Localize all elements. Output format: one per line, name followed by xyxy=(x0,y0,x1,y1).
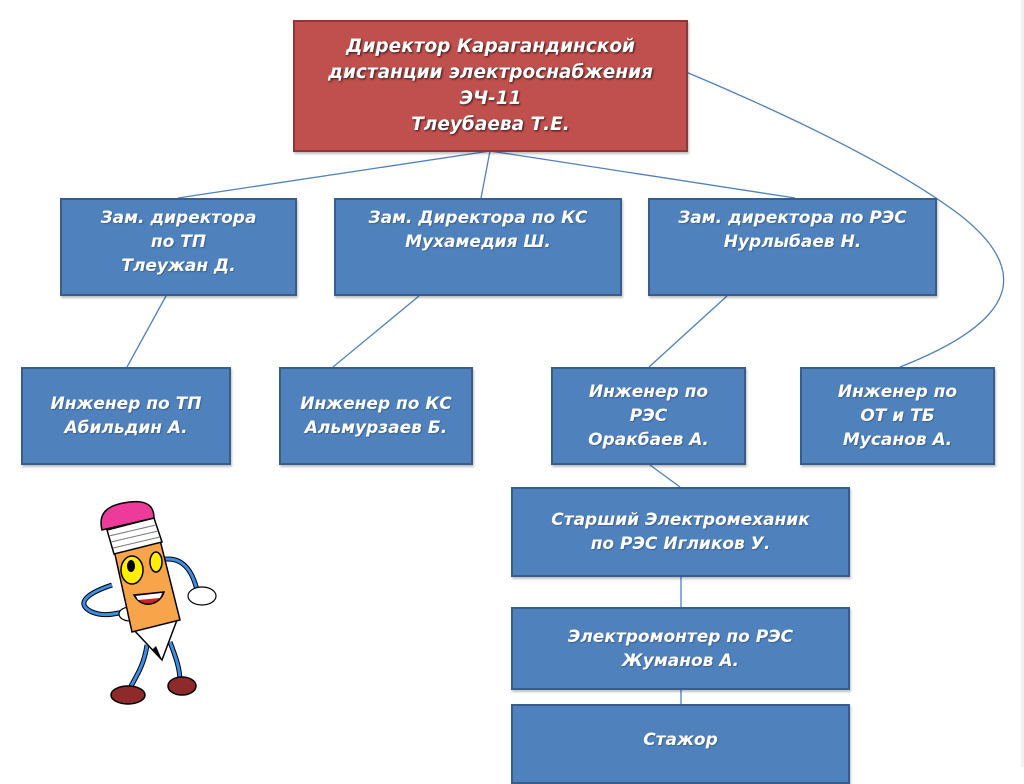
deputy-res-line-1: Зам. директора по РЭС xyxy=(678,208,907,228)
connector-director-deputy-tp xyxy=(177,150,491,199)
slide-edge xyxy=(1021,0,1024,767)
pencil-mascot-icon xyxy=(81,500,217,705)
trainee-box: Стажор xyxy=(511,704,850,784)
director-name: Тлеубаева Т.Е. xyxy=(411,114,570,135)
deputy-ks-line-1: Зам. Директора по КС xyxy=(368,208,588,228)
engineer-ot-line-1: Инженер по xyxy=(837,382,958,402)
engineer-ks-box: Инженер по КС Альмурзаев Б. xyxy=(279,367,473,465)
engineer-ks-line-1: Инженер по КС xyxy=(300,394,452,414)
connector-director-deputy-res xyxy=(489,150,796,199)
connector-lines xyxy=(126,71,1005,704)
senior-electromechanic-box: Старший Электромеханик по РЭС Игликов У. xyxy=(511,487,850,577)
deputy-res-name: Нурлыбаев Н. xyxy=(723,232,862,252)
engineer-tp-name: Абильдин А. xyxy=(64,418,188,438)
connector-engineer-res-senior xyxy=(649,464,681,488)
deputy-tp-line-2: по ТП xyxy=(150,232,207,252)
director-title-line-3: ЭЧ-11 xyxy=(459,88,522,109)
director-title-line-1: Директор Карагандинской xyxy=(345,36,636,57)
connector-director-engineer-ot xyxy=(685,71,1005,368)
director-box: Директор Карагандинской дистанции электр… xyxy=(293,20,688,152)
connector-deputy-res-engineer-res xyxy=(648,295,728,368)
electrician-name: Жуманов А. xyxy=(622,650,739,671)
deputy-res-box: Зам. директора по РЭС Нурлыбаев Н. xyxy=(648,198,937,296)
deputy-tp-box: Зам. директора по ТП Тлеужан Д. xyxy=(60,198,297,296)
engineer-res-box: Инженер по РЭС Оракбаев А. xyxy=(551,367,746,465)
connector-deputy-ks-engineer-ks xyxy=(332,295,420,368)
electrician-line-1: Электромонтер по РЭС xyxy=(567,626,794,647)
connector-deputy-tp-engineer-tp xyxy=(126,295,167,368)
engineer-ks-name: Альмурзаев Б. xyxy=(304,418,448,438)
deputy-tp-name: Тлеужан Д. xyxy=(121,256,236,276)
connector-director-deputy-ks xyxy=(480,150,491,199)
electrician-box: Электромонтер по РЭС Жуманов А. xyxy=(511,607,850,690)
senior-line-2: по РЭС Игликов У. xyxy=(590,534,771,554)
engineer-tp-line-1: Инженер по ТП xyxy=(50,394,202,414)
director-title-line-2: дистанции электроснабжения xyxy=(328,62,653,83)
engineer-tp-box: Инженер по ТП Абильдин А. xyxy=(21,367,231,465)
senior-line-1: Старший Электромеханик xyxy=(551,510,810,530)
engineer-res-line-2: РЭС xyxy=(629,406,668,426)
engineer-res-name: Оракбаев А. xyxy=(588,430,709,450)
deputy-ks-box: Зам. Директора по КС Мухамедия Ш. xyxy=(334,198,622,296)
trainee-label: Стажор xyxy=(643,730,718,750)
engineer-ot-name: Мусанов А. xyxy=(842,430,953,450)
engineer-ot-box: Инженер по ОТ и ТБ Мусанов А. xyxy=(800,367,995,465)
engineer-ot-line-2: ОТ и ТБ xyxy=(860,406,935,426)
deputy-tp-line-1: Зам. директора xyxy=(100,208,257,228)
deputy-ks-name: Мухамедия Ш. xyxy=(405,232,551,252)
engineer-res-line-1: Инженер по xyxy=(588,382,709,402)
